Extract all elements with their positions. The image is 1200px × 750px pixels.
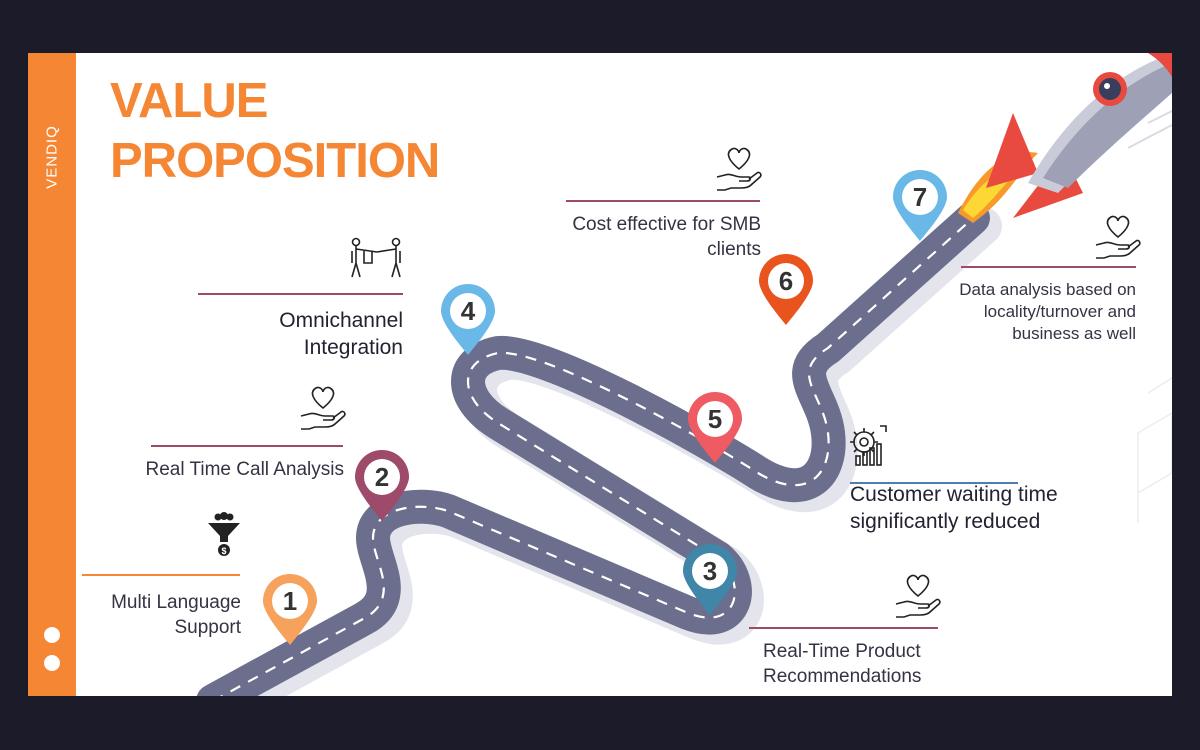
title-line-1: VALUE [110, 74, 268, 128]
label-line: business as well [1012, 324, 1136, 343]
label-line: Cost effective for SMB [572, 214, 761, 235]
pin-center [364, 459, 400, 495]
pin-number: 6 [779, 266, 793, 296]
heart-hand-icon [1095, 215, 1141, 259]
funnel-users-icon: $ [208, 512, 240, 556]
road-center-line [219, 217, 974, 696]
gear-chart-icon [850, 425, 887, 466]
svg-text:$: $ [221, 546, 226, 556]
label-line: Integration [303, 336, 403, 359]
divider-lines [82, 200, 1136, 629]
people-handshake-icon [351, 237, 401, 278]
label-line: clients [707, 239, 761, 260]
heart-hand-icon [895, 574, 941, 618]
heart-hand-icon [300, 386, 346, 430]
milestone-pin-7: 7 [893, 170, 947, 241]
slide: VENDIQ VALUE PROPOSITION [28, 53, 1172, 696]
label-line: Customer waiting time [850, 483, 1058, 506]
pin-center [768, 263, 804, 299]
milestone-pin-2: 2 [355, 450, 409, 521]
rocket-illustration [958, 53, 1172, 223]
label-line: Omnichannel [279, 309, 403, 332]
label-line: Real-Time Product [763, 641, 921, 662]
sidebar-dot [44, 655, 60, 671]
milestone-3-label: Real-Time Product Recommendations [763, 639, 921, 689]
label-line: significantly reduced [850, 510, 1041, 533]
label-line: Support [174, 617, 241, 638]
pin-center [272, 583, 308, 619]
label-line: Data analysis based on [959, 280, 1136, 299]
milestone-pin-4: 4 [441, 284, 495, 355]
milestone-4-label: Omnichannel Integration [279, 307, 403, 361]
label-line: Multi Language [111, 592, 241, 613]
milestone-pin-3: 3 [683, 544, 737, 615]
milestone-pin-1: 1 [263, 574, 317, 645]
decorative-shapes [1137, 377, 1172, 523]
pin-number: 1 [283, 586, 297, 616]
milestone-1-label: Multi Language Support [111, 590, 241, 640]
pin-number: 3 [703, 556, 717, 586]
pin-number: 5 [708, 404, 722, 434]
pin-number: 4 [461, 296, 476, 326]
pin-number: 2 [375, 462, 389, 492]
title-line-2: PROPOSITION [110, 134, 440, 188]
sidebar-dot [44, 627, 60, 643]
pin-center [692, 553, 728, 589]
milestone-pin-6: 6 [759, 254, 813, 325]
milestone-pins: 1 2 3 4 5 6 7 [263, 170, 947, 645]
pin-center [697, 401, 733, 437]
milestone-5-label: Customer waiting time significantly redu… [850, 481, 1058, 535]
label-line: Recommendations [763, 666, 922, 687]
milestone-pin-5: 5 [688, 392, 742, 463]
roadmap-diagram: $ 1 2 3 4 [82, 53, 1172, 696]
page-title: VALUE PROPOSITION [110, 71, 440, 191]
sidebar: VENDIQ [28, 53, 76, 696]
pin-center [902, 179, 938, 215]
heart-hand-icon [716, 147, 762, 191]
milestone-6-label: Cost effective for SMB clients [572, 212, 761, 262]
pin-number: 7 [913, 182, 927, 212]
milestone-7-label: Data analysis based on locality/turnover… [959, 279, 1136, 345]
label-line: Real Time Call Analysis [145, 459, 344, 480]
pin-center [450, 293, 486, 329]
milestone-2-label: Real Time Call Analysis [145, 457, 344, 482]
label-line: locality/turnover and [983, 302, 1136, 321]
